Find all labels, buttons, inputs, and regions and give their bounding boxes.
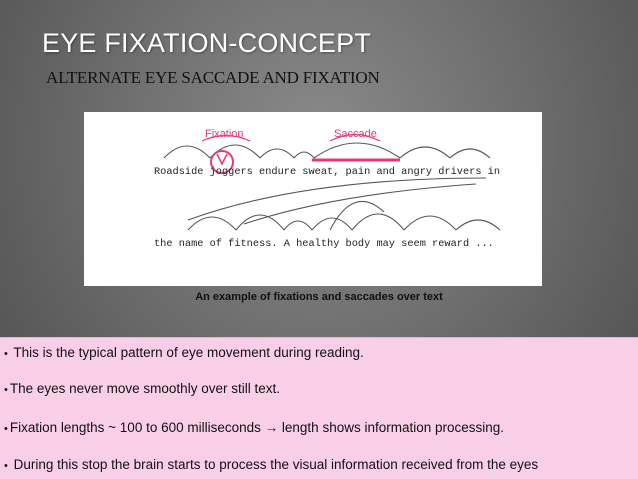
bullet-icon: •	[4, 384, 8, 396]
return-sweeps	[187, 177, 487, 225]
slide-subtitle: ALTERNATE EYE SACCADE AND FIXATION	[46, 68, 380, 87]
saccade-arc	[163, 145, 211, 159]
saccade-arc	[455, 219, 501, 231]
saccade-arc	[311, 217, 353, 231]
fixation-label-bracket	[201, 134, 251, 142]
note-text: Fixation lengths ~ 100 to 600 millisecon…	[9, 420, 261, 435]
note-item: •The eyes never move smoothly over still…	[4, 381, 280, 396]
bullet-icon: •	[4, 423, 8, 435]
fixation-saccade-figure: Fixation Saccade Roadside joggers en	[84, 112, 542, 286]
return-sweep-arc	[187, 177, 487, 221]
line2-saccade-arcs	[187, 201, 501, 231]
arrow-right-icon: →	[264, 420, 279, 435]
note-text: The eyes never move smoothly over still …	[9, 381, 280, 396]
reading-text-line-1: Roadside joggers endure sweat, pain and …	[154, 166, 500, 178]
saccade-arc	[235, 214, 285, 231]
fixation-diagram: Fixation Saccade Roadside joggers en	[154, 128, 501, 250]
saccade-arc	[283, 220, 313, 231]
note-text: During this stop the brain starts to pro…	[9, 457, 539, 472]
note-item: •Fixation lengths ~ 100 to 600 milliseco…	[4, 420, 504, 435]
regression-arc	[329, 201, 385, 231]
note-item: • This is the typical pattern of eye mov…	[4, 345, 364, 360]
saccade-arc	[449, 148, 491, 159]
slide-title: EYE FIXATION-CONCEPT	[42, 28, 372, 58]
fixation-pointer	[216, 153, 228, 166]
saccade-arc	[187, 216, 237, 231]
fixation-circle	[210, 150, 234, 174]
saccade-arc	[259, 148, 295, 159]
saccade-label-bracket	[329, 133, 381, 142]
saccade-arc	[293, 151, 315, 159]
saccade-arc	[351, 213, 405, 231]
note-text: This is the typical pattern of eye movem…	[9, 345, 364, 360]
note-text-tail: length shows information processing.	[278, 420, 505, 435]
saccade-arc	[403, 215, 457, 231]
bullet-icon: •	[4, 348, 8, 360]
saccade-arc	[399, 146, 451, 159]
note-item: • During this stop the brain starts to p…	[4, 457, 538, 472]
saccade-arc	[313, 142, 401, 159]
bullet-icon: •	[4, 460, 8, 472]
reading-text-line-2: the name of fitness. A healthy body may …	[154, 238, 494, 250]
notes-panel: • This is the typical pattern of eye mov…	[0, 337, 638, 479]
figure-caption: An example of fixations and saccades ove…	[195, 291, 443, 303]
